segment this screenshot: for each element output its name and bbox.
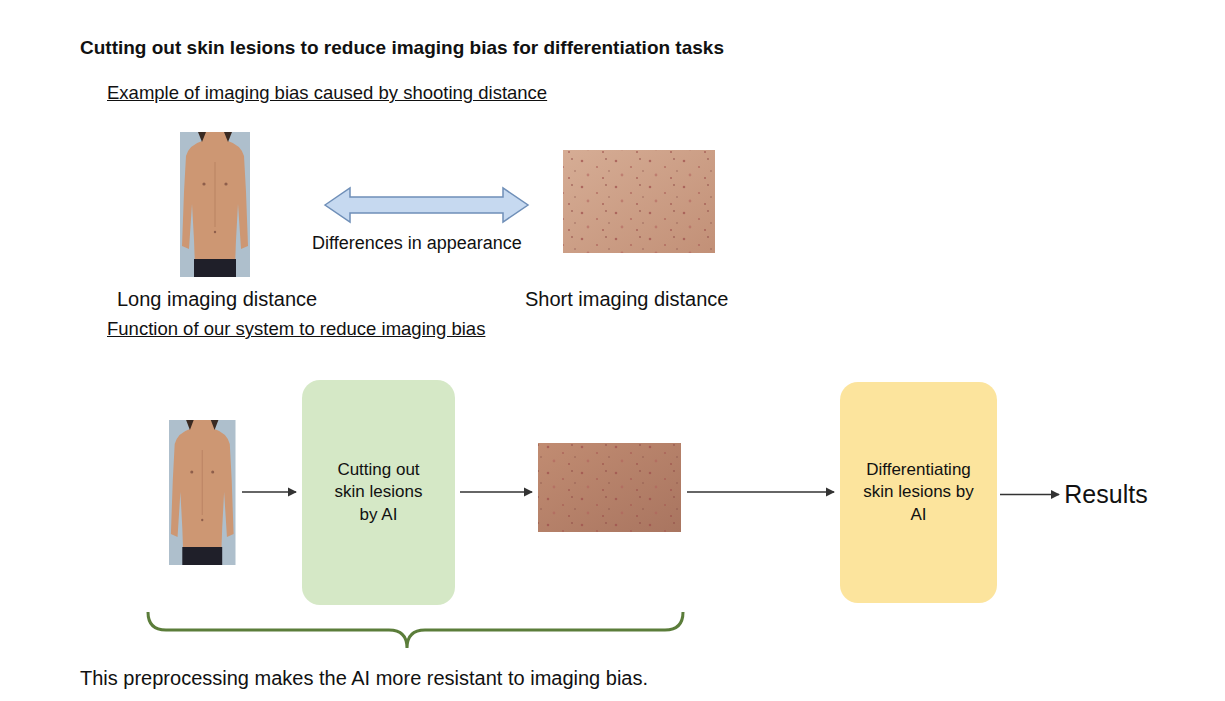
node-text: Cutting out skin lesions by AI	[329, 459, 429, 525]
section-heading: Function of our system to reduce imaging…	[107, 318, 485, 340]
curly-bracket	[148, 612, 683, 648]
skin-closeup-photo	[563, 150, 715, 253]
process-box: Cutting out skin lesions by AI	[302, 380, 455, 605]
flow-arrow	[460, 491, 532, 492]
process-box: Differentiating skin lesions by AI	[840, 382, 997, 603]
flow-arrow	[687, 491, 834, 492]
node-text: Results	[1064, 478, 1147, 511]
torso-photo	[180, 132, 250, 277]
node-text: Differentiating skin lesions by AI	[856, 459, 981, 525]
skin-closeup-photo	[538, 443, 681, 532]
bracket-note: This preprocessing makes the AI more res…	[80, 667, 648, 690]
result-text: Results	[1062, 476, 1150, 513]
image-caption: Long imaging distance	[117, 288, 317, 311]
arrow-label: Differences in appearance	[312, 233, 522, 254]
flow-arrow	[1000, 494, 1059, 495]
torso-photo	[169, 420, 236, 565]
double-arrow	[325, 188, 528, 222]
section-heading: Example of imaging bias caused by shooti…	[107, 82, 547, 104]
flow-arrow	[242, 491, 296, 492]
image-caption: Short imaging distance	[525, 288, 728, 311]
diagram-title: Cutting out skin lesions to reduce imagi…	[80, 37, 724, 59]
